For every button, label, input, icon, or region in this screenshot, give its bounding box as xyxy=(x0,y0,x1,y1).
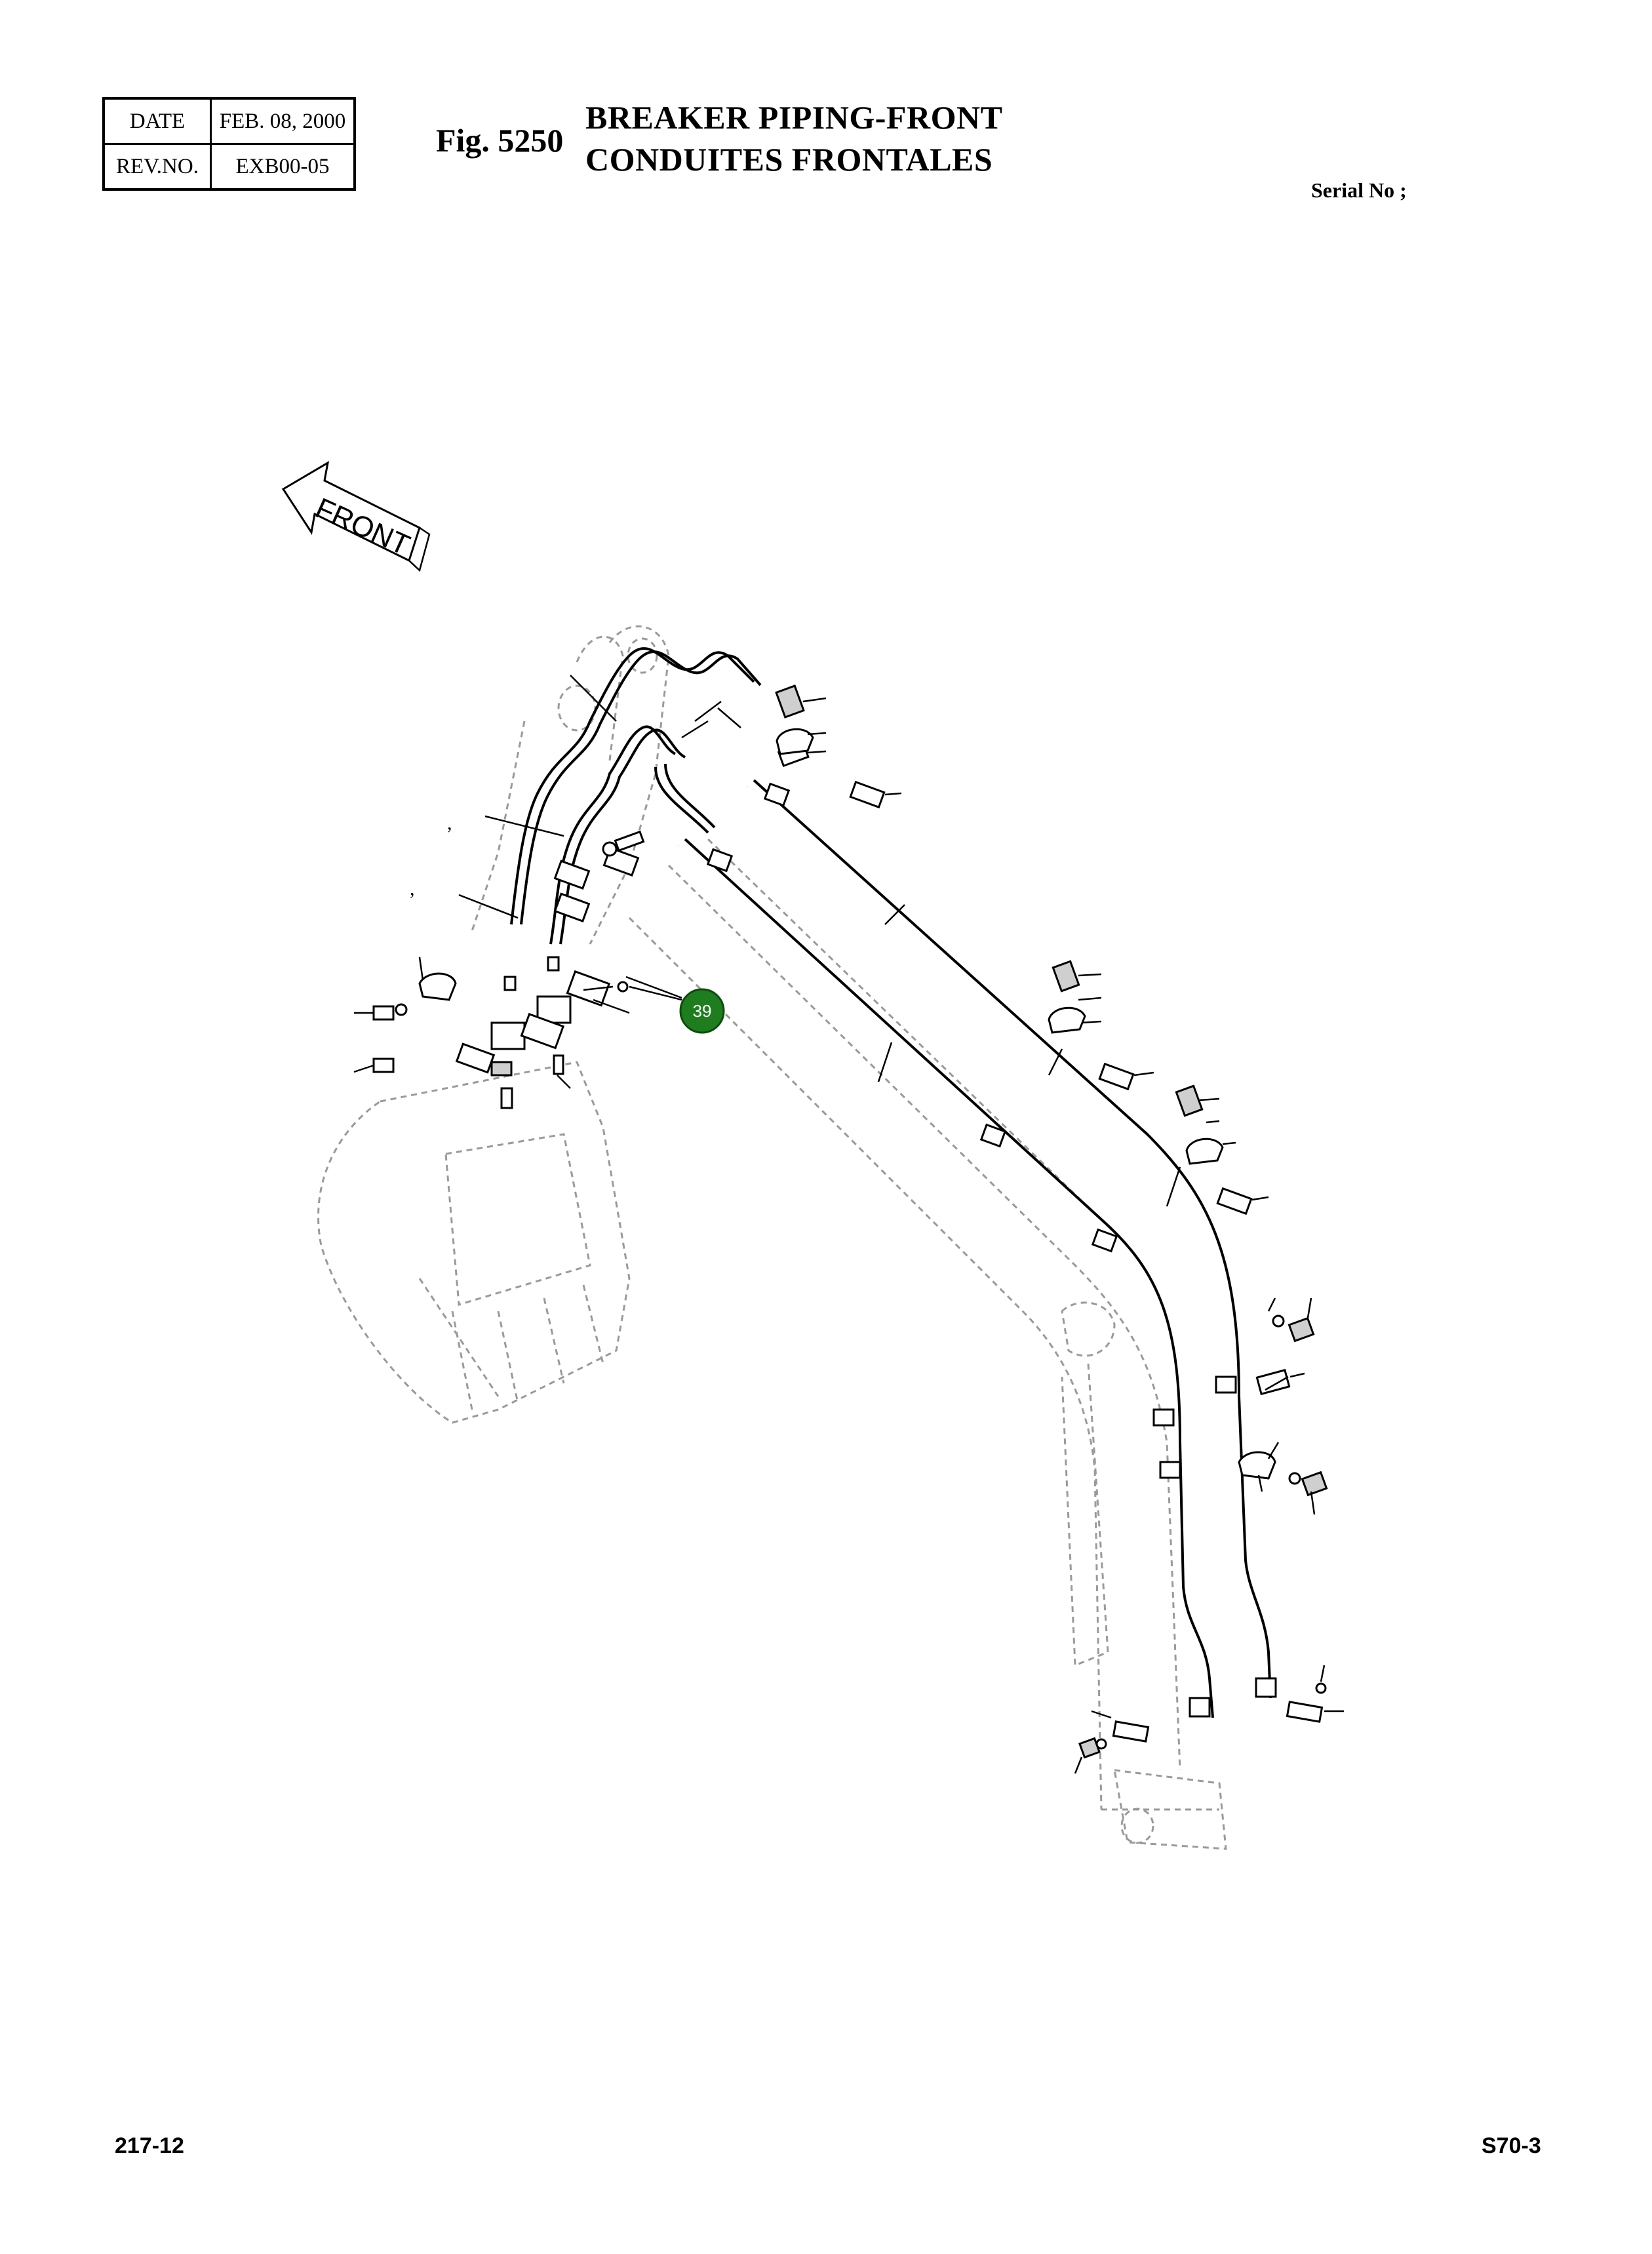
side-clamps xyxy=(1238,1297,1328,1515)
rev-label: REV.NO. xyxy=(102,143,212,191)
clamp-group-2 xyxy=(1048,960,1154,1091)
valve-assembly xyxy=(353,956,682,1109)
arm-top-fittings xyxy=(458,675,1289,1391)
callout-badge-39[interactable]: 39 xyxy=(625,976,725,1034)
rigid-pipes xyxy=(677,779,1277,1718)
revision-table: DATE FEB. 08, 2000 REV.NO. EXB00-05 xyxy=(102,97,356,191)
page-code-left: 217-12 xyxy=(115,2133,184,2158)
callout-circle[interactable] xyxy=(679,988,725,1034)
tick-mark-1: , xyxy=(447,812,452,834)
excavator-outline xyxy=(317,625,1227,1850)
lower-clamps xyxy=(1074,1665,1344,1774)
page-code-right: S70-3 xyxy=(1482,2133,1541,2158)
rev-value: EXB00-05 xyxy=(210,143,356,191)
pipe-clamps xyxy=(706,782,1237,1479)
figure-number: Fig. 5250 xyxy=(436,122,564,159)
hoses xyxy=(510,647,762,945)
callout-number[interactable]: 39 xyxy=(693,1001,712,1021)
title-english: BREAKER PIPING-FRONT xyxy=(585,99,1003,136)
front-direction-arrow: FRONT xyxy=(281,461,431,572)
date-label: DATE xyxy=(102,97,212,145)
clamp-group-3 xyxy=(1175,1084,1269,1216)
title-french: CONDUITES FRONTALES xyxy=(585,141,993,178)
clamp-group-1 xyxy=(775,684,902,809)
serial-number-label: Serial No ; xyxy=(1311,178,1407,202)
tick-mark-2: , xyxy=(410,878,415,900)
date-value: FEB. 08, 2000 xyxy=(210,97,356,145)
